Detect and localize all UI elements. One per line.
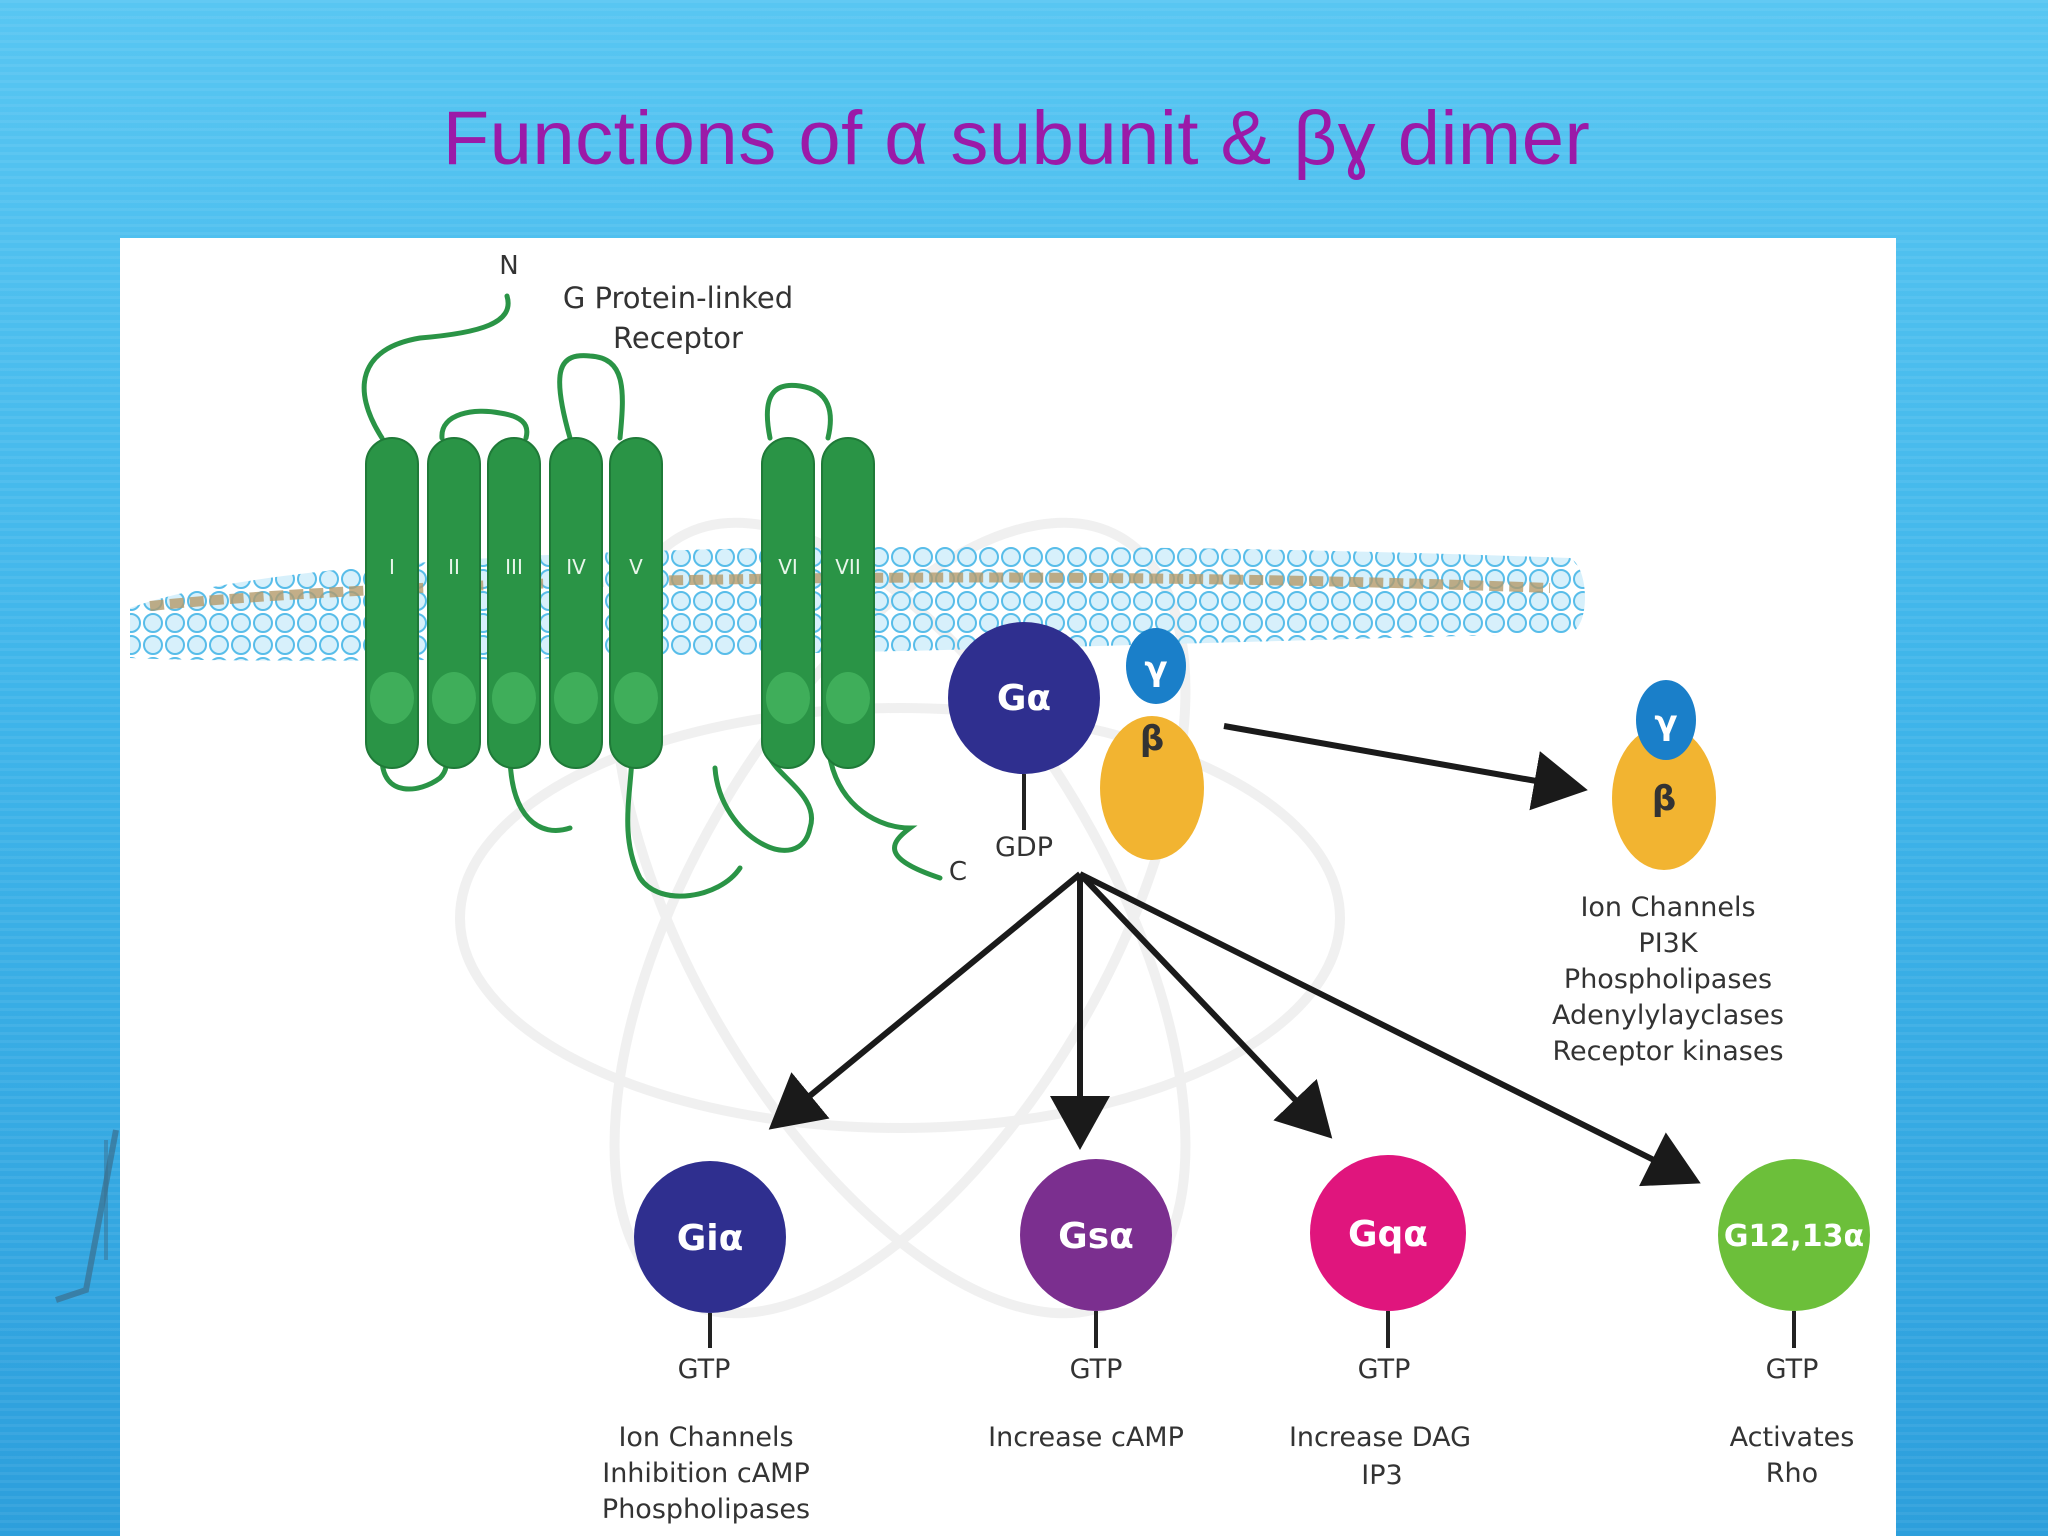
gi-effect-2: Inhibition cAMP	[602, 1458, 810, 1489]
gs-alpha-label: Gsα	[1058, 1216, 1134, 1257]
c-terminus-label: C	[949, 857, 967, 887]
gamma-label: γ	[1144, 649, 1167, 689]
helix-label: IV	[566, 555, 586, 579]
helix-1: I	[365, 437, 419, 769]
g-protein-trimer: Gα γ β GDP	[948, 622, 1204, 863]
helix-label: VII	[835, 555, 860, 579]
helix-7: VII	[821, 437, 875, 769]
g1213-alpha-label: G12,13α	[1724, 1219, 1864, 1254]
gi-gtp-label: GTP	[678, 1354, 731, 1385]
dimer-target-1: Ion Channels	[1580, 892, 1755, 923]
receptor-label-line1: G Protein-linked	[563, 281, 793, 315]
helix-label: V	[629, 555, 643, 579]
gs-alpha-node: Gsα GTP Increase cAMP	[988, 1159, 1184, 1453]
dimer-gamma-label: γ	[1654, 703, 1677, 743]
gq-effect-2: IP3	[1361, 1460, 1402, 1491]
g1213-effect-2: Rho	[1766, 1458, 1818, 1489]
g-alpha-subunit	[948, 622, 1100, 774]
slide-title: Functions of α subunit & βɣ dimer	[442, 96, 1591, 181]
g1213-alpha-node: G12,13α GTP Activates Rho	[1718, 1159, 1870, 1489]
beta-gamma-dimer: γ β Ion Channels PI3K Phospholipases Ade…	[1552, 680, 1784, 1067]
dimer-beta-label: β	[1652, 779, 1676, 819]
gq-alpha-node: Gqα GTP Increase DAG IP3	[1289, 1155, 1471, 1491]
dimer-beta-subunit	[1612, 726, 1716, 870]
receptor-loops	[361, 293, 943, 899]
helix-label: III	[505, 555, 523, 579]
receptor-label-line2: Receptor	[613, 321, 743, 355]
helix-label: VI	[778, 555, 798, 579]
dimer-target-5: Receptor kinases	[1552, 1036, 1783, 1067]
gs-effect-1: Increase cAMP	[988, 1422, 1184, 1453]
gq-alpha-circle	[1310, 1155, 1466, 1311]
dimer-target-2: PI3K	[1638, 928, 1698, 959]
gq-alpha-label: Gqα	[1348, 1214, 1428, 1255]
gi-alpha-circle	[634, 1161, 786, 1313]
helix-label: II	[448, 555, 460, 579]
n-terminus-label: N	[499, 251, 518, 281]
gamma-subunit	[1126, 628, 1186, 704]
helix-label: I	[389, 555, 395, 579]
beta-subunit	[1100, 716, 1204, 860]
gdp-label: GDP	[995, 832, 1053, 863]
gs-alpha-circle	[1020, 1159, 1172, 1311]
dimer-target-4: Adenylylayclases	[1552, 1000, 1784, 1031]
beta-label: β	[1140, 719, 1164, 759]
helix-3: III	[487, 437, 541, 769]
gs-gtp-label: GTP	[1070, 1354, 1123, 1385]
dimer-gamma-subunit	[1636, 680, 1696, 760]
g1213-effect-1: Activates	[1730, 1422, 1855, 1453]
gq-gtp-label: GTP	[1358, 1354, 1411, 1385]
g1213-alpha-circle	[1718, 1159, 1870, 1311]
dimer-target-3: Phospholipases	[1564, 964, 1772, 995]
gi-alpha-node: Giα GTP Ion Channels Inhibition cAMP Pho…	[602, 1161, 810, 1525]
decorative-lamp-shape	[55, 1129, 119, 1303]
signal-arrows	[768, 723, 1701, 1187]
helix-2: II	[427, 437, 481, 769]
gq-effect-1: Increase DAG	[1289, 1422, 1471, 1453]
helix-4: IV	[549, 437, 603, 769]
gi-effect-3: Phospholipases	[602, 1494, 810, 1525]
gi-alpha-label: Giα	[677, 1218, 744, 1259]
g1213-gtp-label: GTP	[1766, 1354, 1819, 1385]
g-alpha-label: Gα	[997, 678, 1051, 719]
helix-6: VI	[761, 437, 815, 769]
gi-effect-1: Ion Channels	[618, 1422, 793, 1453]
helix-5: V	[609, 437, 663, 769]
